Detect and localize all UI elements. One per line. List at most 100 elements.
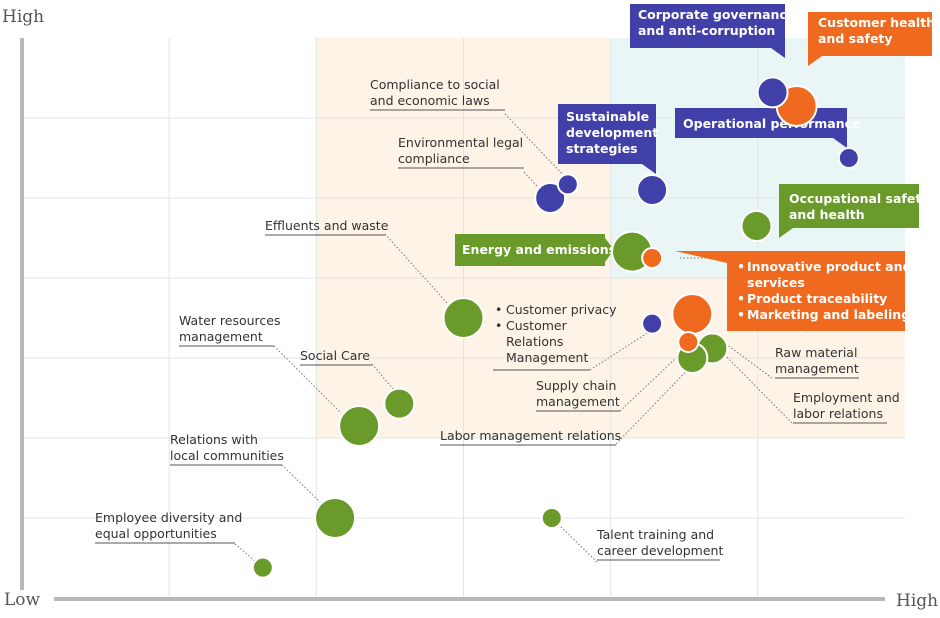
customer-privacy-label-line: Relations xyxy=(506,334,563,349)
effluents-waste-label: Effluents and waste xyxy=(265,218,389,236)
sustainable-development-label-line: development xyxy=(566,125,658,140)
occupational-safety-box-pointer xyxy=(779,228,793,238)
social-care-label: Social Care xyxy=(300,348,372,366)
customer-privacy-bubble xyxy=(641,312,664,335)
effluents-waste-label-line: Effluents and waste xyxy=(265,218,389,233)
customer-health-label-line: and safety xyxy=(818,31,893,46)
water-resources-label-line: management xyxy=(179,329,263,344)
labor-management-label-line: Labor management relations xyxy=(440,428,621,443)
energy-emissions-label-box: Energy and emissions xyxy=(455,234,616,266)
employee-diversity-label-line: equal opportunities xyxy=(95,526,217,541)
occupational-safety-label-line: Occupational safety xyxy=(789,191,929,206)
y-axis-high-label: High xyxy=(2,7,44,27)
occupational-safety-label-line: and health xyxy=(789,207,865,222)
employment-labor-leader-line xyxy=(716,346,793,424)
local-communities-label-line: local communities xyxy=(170,448,284,463)
innovative-products-bullet-mark: • xyxy=(737,291,745,306)
customer-health-box-bg xyxy=(808,12,932,56)
supply-chain-bubble xyxy=(677,331,700,353)
customer-privacy-bullet-mark: • xyxy=(495,318,502,333)
corporate-governance-label-line: and anti-corruption xyxy=(638,23,775,38)
occupational-safety-box-bg xyxy=(779,184,919,228)
operational-performance-box-pointer xyxy=(833,138,847,148)
local-communities-label-line: Relations with xyxy=(170,432,258,447)
customer-privacy-label-line: Management xyxy=(506,350,588,365)
customer-privacy-bullet-mark: • xyxy=(495,302,502,317)
leader-lines xyxy=(234,113,793,563)
raw-material-label-line: Raw material xyxy=(775,345,857,360)
talent-training-bubble xyxy=(540,507,563,529)
employee-diversity-label-line: Employee diversity and xyxy=(95,510,242,525)
talent-training-label-line: career development xyxy=(597,543,723,558)
innovative-products-bullet-mark: • xyxy=(737,307,745,322)
sustainable-development-box-bg xyxy=(558,104,656,164)
compliance-social-economic-label-line: Compliance to social xyxy=(370,77,500,92)
operational-performance-label-box: Operational performance xyxy=(675,108,861,148)
social-care-bubble xyxy=(383,387,416,420)
corporate-governance-label-line: Corporate governance xyxy=(638,7,795,22)
raw-material-label-line: management xyxy=(775,361,859,376)
effluents-waste-leader-line xyxy=(384,233,449,305)
corporate-governance-bubble xyxy=(756,76,789,109)
corporate-governance-box-bg xyxy=(630,4,785,48)
innovative-products-label-line: Marketing and labeling xyxy=(747,307,910,322)
operational-performance-bubble xyxy=(837,147,860,169)
compliance-social-economic-leader-line xyxy=(504,113,569,181)
sustainable-development-bubble xyxy=(636,174,669,206)
supply-chain-label-line: management xyxy=(536,394,620,409)
data-points xyxy=(251,76,860,579)
operational-performance-label-line: Operational performance xyxy=(683,116,861,131)
innovative-products-label-line: Product traceability xyxy=(747,291,887,306)
employee-diversity-bubble xyxy=(251,556,274,579)
environmental-compliance-label-line: compliance xyxy=(398,151,470,166)
innovative-products-label-line: services xyxy=(747,275,805,290)
innovative-products-bubble xyxy=(641,247,664,269)
compliance-social-economic-label-line: and economic laws xyxy=(370,93,490,108)
corporate-governance-box-pointer xyxy=(771,48,785,58)
x-axis-low-label: Low xyxy=(4,590,41,610)
sustainable-development-label-line: strategies xyxy=(566,141,638,156)
employee-diversity-leader-line xyxy=(234,543,256,562)
labor-management-label: Labor management relations xyxy=(440,428,621,446)
customer-privacy-label-line: Customer xyxy=(506,318,568,333)
customer-privacy-label: Customer privacy • Customer • RelationsManag… xyxy=(495,302,617,365)
talent-training-leader-line xyxy=(555,521,598,563)
water-resources-bubble xyxy=(338,405,381,447)
occupational-safety-bubble xyxy=(740,210,773,242)
operational-performance-box-bg xyxy=(675,108,847,138)
x-axis-high-label: High xyxy=(896,591,938,611)
sustainable-development-label-line: Sustainable xyxy=(566,109,649,124)
water-resources-leader-line xyxy=(273,345,341,413)
social-care-label-line: Social Care xyxy=(300,348,370,363)
innovative-products-box-bg xyxy=(727,251,905,331)
water-resources-label-line: Water resources xyxy=(179,313,281,328)
local-communities-leader-line xyxy=(281,464,321,503)
compliance-social-economic-bubble xyxy=(556,173,579,196)
local-communities-bubble xyxy=(314,497,357,539)
effluents-waste-bubble xyxy=(442,297,485,339)
energy-emissions-box-bg xyxy=(455,234,605,266)
innovative-products-label-line: Innovative product and xyxy=(747,259,911,274)
customer-privacy-label-line: Customer privacy xyxy=(506,302,617,317)
innovative-products-box-pointer xyxy=(675,251,727,263)
energy-emissions-label-line: Energy and emissions xyxy=(462,242,616,257)
innovative-products-bullet-mark: • xyxy=(737,259,745,274)
energy-emissions-box-pointer xyxy=(605,238,614,262)
customer-orange-cluster-bubble xyxy=(671,293,714,335)
